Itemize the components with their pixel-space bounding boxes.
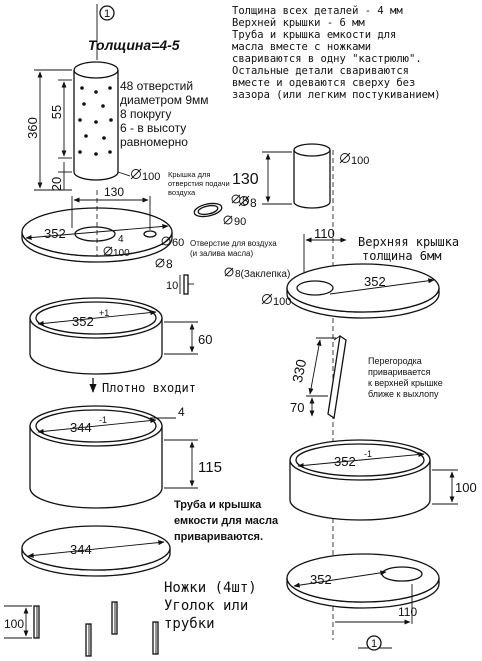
partition-height-label: 70 — [290, 400, 304, 415]
weld-note-2: емкости для масла — [174, 515, 279, 527]
partition-width-label: 330 — [289, 358, 310, 384]
weld-note-1: Труба и крышка — [174, 499, 262, 511]
rivet: 10 8(Заклепка) — [166, 267, 290, 295]
weld-note: Труба и крышка емкости для масла привари… — [174, 499, 279, 543]
note-line-5: свариваются в одну "кастрюлю". — [232, 53, 422, 65]
air-hole-note-1: Отверстие для воздуха — [190, 239, 277, 248]
outlet-pipe-wall-label: 8 — [250, 196, 257, 210]
pipe-note-5: равномерно — [120, 135, 188, 149]
top-disk-diameter-label: 352 — [44, 226, 66, 241]
rivet-label: 8(Заклепка) — [235, 269, 290, 280]
top-lid: 110 Верхняя крышка толщина 6мм 352 100 — [261, 226, 459, 319]
thickness-label: Толщина=4-5 — [88, 37, 180, 53]
legs: 100 Ножки (4шт) Уголок или трубки — [4, 580, 257, 657]
ring2-height-label: 115 — [198, 459, 222, 476]
note-line-8: зазора (или легким постукиванием) — [232, 89, 441, 101]
ring3-diameter-label: 352 — [334, 454, 356, 469]
top-lid-diameter-label: 352 — [364, 274, 386, 289]
section-mark-bottom-label: 1 — [371, 638, 377, 650]
bottom-disk-right: 352 110 — [286, 553, 440, 625]
small-air-cap: Крышка для отверстия подачи воздуха 8 90 — [168, 170, 249, 228]
ring2-diameter-label: 344 — [70, 420, 92, 435]
top-disk-hole-label: 100 — [113, 248, 130, 259]
bottom-disk-left: 344 — [21, 525, 171, 577]
top-disk-width-label: 130 — [104, 185, 124, 199]
bottom-right-diameter-label: 352 — [310, 572, 332, 587]
outlet-pipe-diameter-label: 100 — [351, 155, 369, 167]
ring3-height-label: 100 — [455, 480, 477, 495]
pipe-note-3: 8 покругу — [120, 107, 171, 121]
partition-note-3: к верхней крышке — [368, 378, 443, 388]
note-line-1: Толщина всех деталей - 4 мм — [232, 5, 403, 17]
top-disk-gap-label: 4 — [118, 234, 124, 245]
note-line-3: Труба и крышка емкости для — [232, 29, 396, 41]
top-lid-label-2: толщина 6мм — [362, 249, 441, 263]
top-lid-label-1: Верхняя крышка — [358, 235, 459, 249]
small-cap-note-3: воздуха — [168, 188, 196, 197]
outlet-pipe-height-label: 130 — [232, 171, 259, 188]
top-lid-hole-label: 100 — [273, 296, 291, 308]
pipe-note-4: 6 - в высоту — [120, 121, 186, 135]
small-cap-note-2: отверстия подачи — [168, 179, 230, 188]
perforated-pipe — [73, 61, 119, 181]
ring1-height-label: 60 — [198, 332, 212, 347]
small-cap-d8-label: 8 — [242, 194, 249, 208]
pipe-diameter-label: 100 — [142, 171, 160, 183]
note-line-2: Верхней крышки - 6 мм — [232, 17, 365, 29]
outlet-pipe: 100 130 8 — [232, 143, 369, 210]
ring-352-right: 352 -1 100 — [289, 439, 477, 521]
notes-block: Толщина всех деталей - 4 мм Верхней крыш… — [232, 5, 441, 101]
rivet-length-label: 10 — [166, 280, 178, 292]
top-disk-8-label: 8 — [166, 257, 173, 271]
bottom-disk-diameter-label: 344 — [70, 542, 92, 557]
fit-indicator: Плотно входит — [89, 378, 196, 395]
pipe-holes — [78, 86, 113, 156]
ring2-wall-label: 4 — [178, 405, 185, 419]
partition-note-2: приваривается — [368, 367, 431, 377]
note-line-6: Остальные детали свариваются — [232, 65, 409, 77]
pipe-dimensions: 360 55 20 100 — [25, 69, 160, 191]
note-line-4: масла вместе с ножками — [232, 41, 371, 53]
pipe-note-1: 48 отверстий — [120, 79, 193, 93]
top-disk: 352 4 100 130 60 8 Отверстие для воздуха… — [21, 185, 277, 271]
top-disk-60-label: 60 — [172, 237, 184, 249]
pipe-hole-note: 48 отверстий диаметром 9мм 8 покругу 6 -… — [120, 79, 209, 149]
pipe-bottom-offset-label: 20 — [49, 177, 64, 191]
weld-note-3: привариваются. — [174, 531, 263, 543]
ring3-tol-label: -1 — [364, 449, 372, 459]
top-lid-offset-label: 110 — [314, 226, 335, 241]
ring-344: 344 -1 4 115 — [29, 405, 222, 509]
pipe-hole-zone-label: 55 — [49, 105, 64, 119]
section-mark-top-label: 1 — [104, 8, 110, 20]
ring-352: 352 +1 60 — [29, 297, 212, 375]
partition-plate: 330 70 Перегородка приваривается к верхн… — [289, 334, 443, 420]
legs-note-1: Ножки (4шт) — [164, 580, 257, 596]
ring1-tol-label: +1 — [99, 308, 109, 318]
legs-note-2: Уголок или — [164, 598, 248, 614]
pipe-height-label: 360 — [25, 117, 40, 139]
legs-note-3: трубки — [164, 616, 215, 632]
section-mark-top: 1 — [96, 4, 115, 60]
note-line-7: вместе и одеваются сверху без — [232, 77, 415, 89]
ring2-tol-label: -1 — [99, 415, 107, 425]
pipe-note-2: диаметром 9мм — [120, 93, 209, 107]
partition-note-1: Перегородка — [368, 356, 422, 366]
fit-label: Плотно входит — [102, 381, 196, 395]
partition-note-4: ближе к выхлопу — [368, 389, 439, 399]
legs-height-label: 100 — [4, 617, 24, 631]
small-cap-angle-label: 90 — [234, 216, 246, 228]
section-mark-bottom: 1 — [358, 635, 392, 651]
ring1-diameter-label: 352 — [72, 314, 94, 329]
small-cap-note-1: Крышка для — [168, 170, 210, 179]
bottom-right-offset-label: 110 — [398, 605, 417, 619]
air-hole-note-2: (и залива масла) — [190, 249, 254, 258]
